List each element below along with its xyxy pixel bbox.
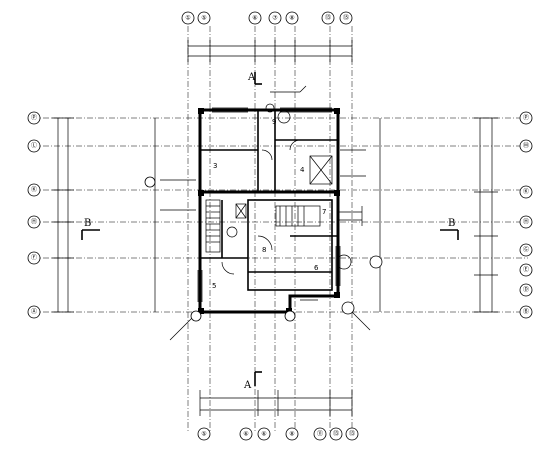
room-number: 4	[300, 166, 305, 174]
axis-bubble: Ⓕ	[27, 251, 41, 265]
grid-bubbles-top: ① ⑤ ⑥ ⑦ ⑧ ⑬ ⑮	[181, 11, 353, 25]
section-mark-right: B	[448, 218, 455, 229]
axis-bubble: Ⓗ	[519, 215, 533, 229]
svg-text:⑤: ⑤	[201, 431, 206, 438]
svg-text:Ⓜ: Ⓜ	[523, 142, 529, 150]
svg-text:⑮: ⑮	[343, 14, 349, 22]
axis-bubble: ⑥	[257, 427, 271, 441]
room-number: 5	[212, 282, 216, 290]
axis-bubble: ⑬	[329, 427, 343, 441]
axis-bubble: ⑦	[268, 11, 282, 25]
axis-lines	[32, 26, 528, 432]
axis-bubble: ⑥	[248, 11, 262, 25]
axis-bubble: ①	[181, 11, 195, 25]
svg-text:Ⓟ: Ⓟ	[523, 114, 529, 122]
svg-text:Ⓐ: Ⓐ	[31, 308, 37, 316]
room-number: 8	[262, 246, 266, 254]
room-numbers: 3 4 5 6 7 8 9	[212, 118, 326, 290]
svg-text:⑧: ⑧	[289, 431, 294, 438]
svg-text:⑬: ⑬	[333, 430, 339, 438]
svg-text:Ⓔ: Ⓔ	[523, 266, 529, 274]
axis-bubble: Ⓚ	[519, 185, 533, 199]
axis-bubble: Ⓜ	[519, 139, 533, 153]
axis-bubble: ⑮	[339, 11, 353, 25]
axis-bubble: Ⓔ	[519, 263, 533, 277]
axis-bubble: Ⓑ	[519, 305, 533, 319]
room-number: 3	[213, 162, 217, 170]
axis-bubble: ⑧	[285, 11, 299, 25]
svg-text:⑤: ⑤	[201, 15, 206, 22]
axis-bubble: ⑬	[345, 427, 359, 441]
svg-text:Ⓚ: Ⓚ	[523, 188, 529, 196]
axis-bubble: Ⓐ	[27, 305, 41, 319]
grid-bubbles-bottom: ⑤ ⑥ ⑥ ⑧ ⑪ ⑬ ⑬	[197, 427, 359, 441]
section-mark-bottom: A	[243, 380, 252, 391]
svg-text:Ⓑ: Ⓑ	[523, 308, 529, 316]
room-number: 6	[314, 264, 319, 272]
axis-bubble: Ⓖ	[519, 243, 533, 257]
svg-text:⑦: ⑦	[272, 15, 278, 22]
svg-text:Ⓕ: Ⓕ	[31, 254, 37, 262]
svg-text:Ⓗ: Ⓗ	[523, 218, 529, 226]
svg-text:Ⓟ: Ⓟ	[31, 114, 37, 122]
grid-bubbles-right: Ⓟ Ⓜ Ⓚ Ⓗ Ⓖ Ⓔ Ⓓ Ⓑ	[519, 111, 533, 319]
svg-text:Ⓖ: Ⓖ	[523, 246, 529, 254]
section-mark-top: A	[247, 72, 256, 83]
stair-and-fixtures	[160, 85, 371, 341]
detail-markers	[144, 176, 383, 322]
svg-text:Ⓓ: Ⓓ	[523, 286, 529, 294]
svg-text:⑬: ⑬	[349, 430, 355, 438]
svg-text:⑬: ⑬	[325, 14, 331, 22]
axis-bubble: ⑥	[239, 427, 253, 441]
section-marks: A A B B	[81, 72, 459, 391]
axis-bubble: Ⓟ	[519, 111, 533, 125]
axis-bubble: Ⓗ	[27, 215, 41, 229]
svg-text:Ⓛ: Ⓛ	[31, 142, 37, 150]
walls	[197, 107, 341, 314]
axis-bubble: Ⓛ	[27, 139, 41, 153]
axis-bubble: Ⓚ	[27, 183, 41, 197]
room-number: 7	[322, 208, 326, 216]
axis-bubble: Ⓓ	[519, 283, 533, 297]
svg-text:Ⓚ: Ⓚ	[31, 186, 37, 194]
axis-bubble: ⑪	[313, 427, 327, 441]
svg-text:⑥: ⑥	[243, 431, 248, 438]
section-mark-left: B	[84, 218, 91, 229]
svg-text:①: ①	[185, 15, 190, 22]
svg-text:⑥: ⑥	[252, 15, 257, 22]
axis-bubble: Ⓟ	[27, 111, 41, 125]
axis-bubble: ⑧	[285, 427, 299, 441]
svg-text:⑧: ⑧	[289, 15, 294, 22]
axis-bubble: ⑬	[321, 11, 335, 25]
room-number: 9	[272, 118, 276, 126]
svg-text:⑪: ⑪	[317, 430, 323, 438]
svg-text:⑥: ⑥	[261, 431, 266, 438]
axis-bubble: ⑤	[197, 11, 211, 25]
grid-bubbles-left: Ⓟ Ⓛ Ⓚ Ⓗ Ⓕ Ⓐ	[27, 111, 41, 319]
axis-bubble: ⑤	[197, 427, 211, 441]
svg-text:Ⓗ: Ⓗ	[31, 218, 37, 226]
